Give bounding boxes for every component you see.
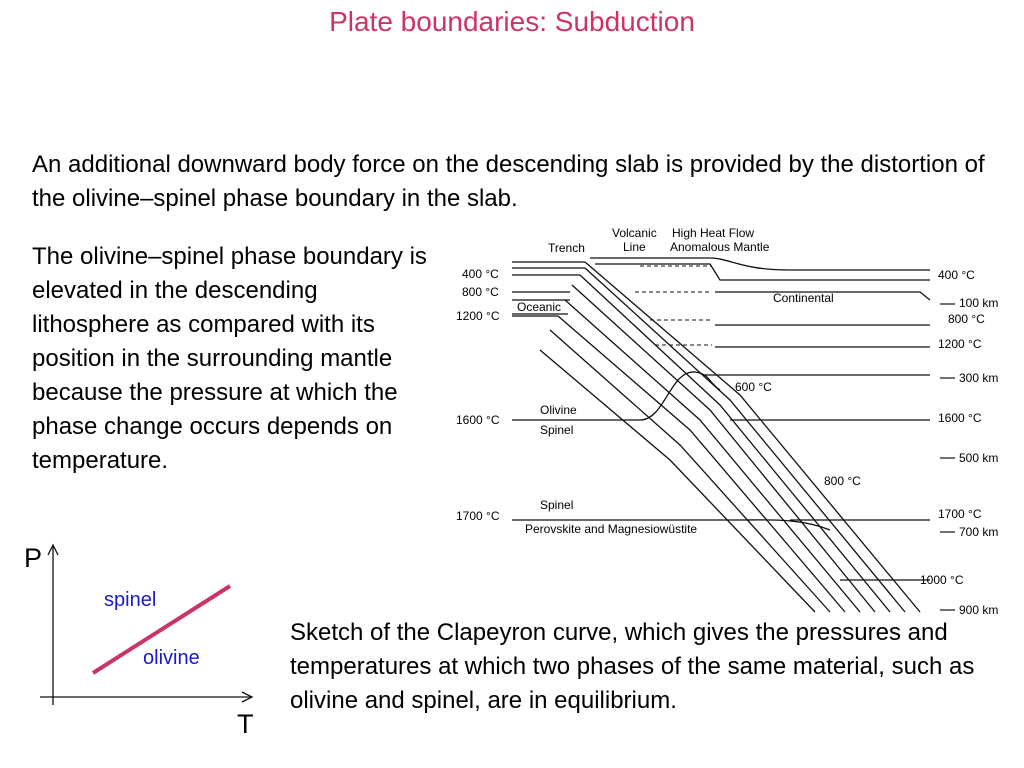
slab-temp-600: 600 °C (735, 380, 772, 394)
t-axis-arrow-icon (241, 691, 254, 703)
depth-500: 500 km (959, 451, 998, 465)
clapeyron-caption: Sketch of the Clapeyron curve, which giv… (290, 619, 975, 714)
left-temp-1600: 1600 °C (456, 413, 500, 427)
left-temp-1700: 1700 °C (456, 509, 500, 523)
left-temp-400: 400 °C (462, 267, 499, 281)
label-volcanic: Volcanic (612, 226, 657, 240)
label-anomalous-mantle: Anomalous Mantle (670, 240, 770, 254)
label-spinel-lower: Spinel (540, 498, 573, 512)
label-continental: Continental (773, 291, 834, 305)
t-axis-label: T (237, 709, 254, 739)
intro-paragraph: An additional downward body force on the… (32, 151, 985, 212)
right-temp-1600: 1600 °C (938, 411, 982, 425)
clapeyron-sketch: P T spinel olivine (24, 543, 254, 739)
label-volcanic-line: Line (623, 240, 646, 254)
right-temp-1200: 1200 °C (938, 337, 982, 351)
spinel-label: spinel (104, 589, 156, 611)
label-perovskite: Perovskite and Magnesiowüstite (525, 522, 697, 536)
label-olivine: Olivine (540, 403, 577, 417)
right-temp-400: 400 °C (938, 268, 975, 282)
p-axis-label: P (24, 543, 42, 573)
depth-300: 300 km (959, 371, 998, 385)
depth-700: 700 km (959, 525, 998, 539)
right-temp-1700: 1700 °C (938, 507, 982, 521)
label-spinel-upper: Spinel (540, 423, 573, 437)
label-oceanic: Oceanic (517, 300, 561, 314)
label-heat-flow: High Heat Flow (672, 226, 754, 240)
slide-title: Plate boundaries: Subduction (329, 6, 695, 37)
label-trench: Trench (548, 241, 585, 255)
left-temp-1200: 1200 °C (456, 309, 500, 323)
olivine-label: olivine (143, 647, 200, 669)
p-axis-arrow-icon (47, 543, 59, 556)
slab-temp-800: 800 °C (824, 474, 861, 488)
subduction-diagram: Trench Volcanic Line High Heat Flow Anom… (456, 226, 998, 617)
depth-100: 100 km (959, 296, 998, 310)
right-temp-1000: 1000 °C (920, 573, 964, 587)
right-temp-800: 800 °C (948, 312, 985, 326)
depth-900: 900 km (959, 603, 998, 617)
clapeyron-line (91, 584, 232, 675)
left-temp-800: 800 °C (462, 285, 499, 299)
explanation-paragraph: The olivine–spinel phase boundary is ele… (32, 243, 427, 474)
